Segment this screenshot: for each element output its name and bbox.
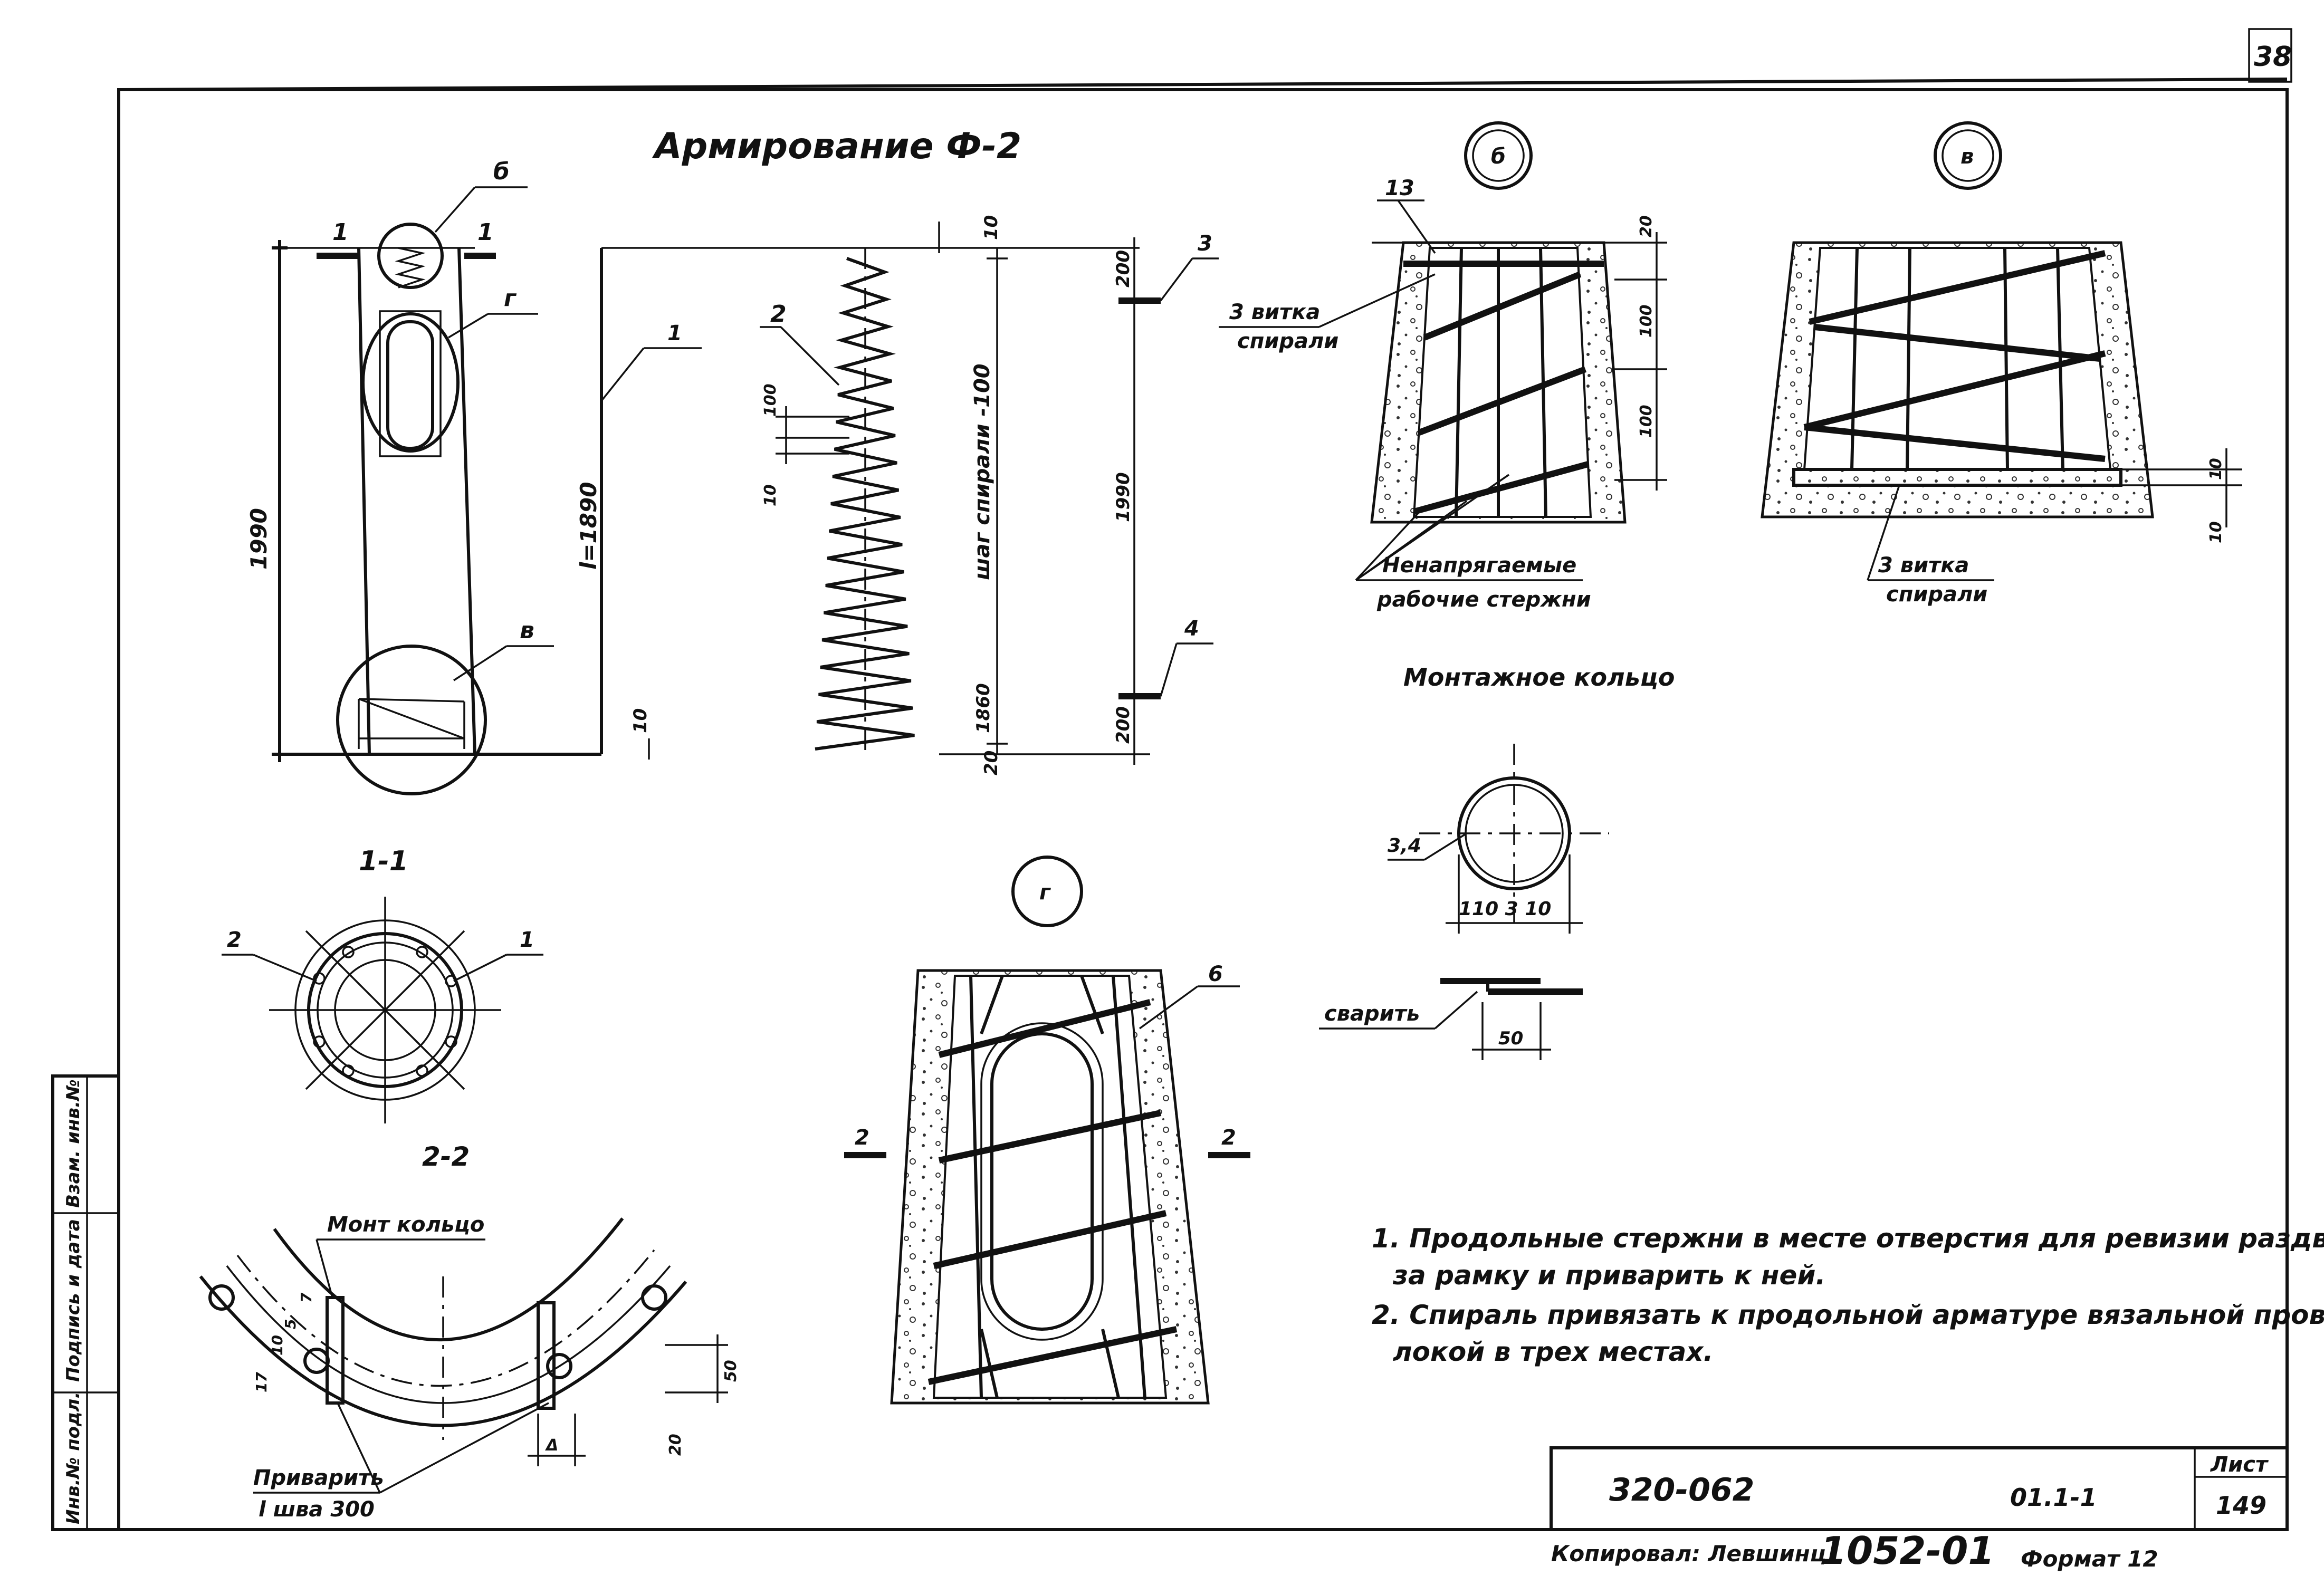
section-mark-left: 1 [332,219,349,246]
spiral-coil [815,257,915,751]
archive-number: 1052-01 [1820,1529,1994,1573]
spiral-step-a: 100 [761,383,780,417]
section-2-2-weld-1: Приварить [253,1466,384,1490]
mount-ring-weld: сварить [1324,1002,1420,1026]
sheet-frame: 38 [117,28,2292,1531]
notes: 1. Продольные стержни в месте отверстия … [1372,1223,2324,1367]
rod-view: 1 l=1890 10 [576,247,1140,760]
mount-ring-title: Монтажное кольцо [1403,663,1675,691]
detail-g: г 6 2 2 [844,856,1250,1405]
note-line-3: 2. Спираль привязать к продольной армату… [1372,1300,2324,1330]
detail-b-spiral-note-2: спирали [1237,329,1338,353]
doc-code: 320-062 [1609,1472,1754,1508]
spiral-top-dim: 10 [981,215,1002,240]
note-line-4: локой в трех местах. [1393,1337,1713,1367]
drawing-title: Армирование Ф-2 [652,126,1021,167]
copied-by: Копировал: Левшинц [1551,1541,1826,1567]
ring-bottom-dim: 200 [1113,706,1134,744]
side-stamp: Инв.№ подл. Подпись и дата Взам. инв.№ [51,1074,120,1531]
section-2-2-dim-7: 7 [298,1292,315,1303]
detail-b: б 20 100 100 13 3 витка спирали Ненапряг… [1219,121,1667,612]
callout-g-label: г [504,285,517,312]
mount-ring-lap-dim: 50 [1498,1028,1523,1049]
stamp-inv-no: Инв.№ подл. [63,1392,84,1524]
detail-b-bars-note-1: Ненапрягаемые [1382,553,1576,578]
detail-v: в 10 10 3 витка спирали [1761,121,2242,607]
sheet-format: Формат 12 [2021,1546,2158,1572]
section-1-1-label: 1-1 [359,845,408,877]
detail-v-dim-1: 10 [2207,458,2225,480]
elevation-view: 1990 1 1 б г в [246,158,601,795]
detail-b-dim-2: 100 [1637,304,1656,338]
title-block: 320-062 01.1-1 Лист 149 Копировал: Левши… [1550,1446,2289,1573]
mount-ring-dia: 110 3 10 [1459,898,1551,920]
mount-ring-pos: 3,4 [1388,835,1421,857]
section-2-2-dim-17: 17 [253,1372,270,1392]
sheet-label: Лист [2210,1453,2269,1477]
spiral-step-b: 10 [761,484,780,506]
detail-b-callout: б [1491,145,1506,169]
note-line-1: 1. Продольные стержни в месте отверстия … [1372,1223,2324,1254]
spiral-step-label: шаг спирали -100 [970,363,994,580]
mount-ring: Монтажное кольцо 110 3 10 3,4 50 сварить [1319,663,1675,1060]
rod-pos-label: 1 [667,321,682,345]
callout-ellipse-g [361,312,460,453]
ring-top-pos: 3 [1198,232,1212,256]
ring-bars-view: 3 4 200 1990 200 [1113,232,1219,765]
ring-bottom-pos: 4 [1184,617,1199,641]
detail-v-spiral-note-1: 3 витка [1878,553,1969,578]
spiral-pitch-dim: 1860 [973,683,994,733]
detail-g-cut-right: 2 [1221,1126,1236,1150]
section-2-2: 2-2 Монт кольцо Приварить l шва 300 17 1… [199,1141,740,1522]
section-2-2-dim-5: 5 [282,1319,299,1329]
ring-mid-dim: 1990 [1113,472,1134,522]
detail-g-pos: 6 [1208,962,1223,986]
detail-b-bars-note-2: рабочие стержни [1376,588,1591,612]
section-2-2-dim-50: 50 [722,1360,740,1382]
ring-top-dim: 200 [1113,250,1134,287]
detail-b-pos: 13 [1385,176,1414,200]
section-1-1-pos-right: 1 [520,928,534,952]
detail-b-dim-3: 100 [1637,405,1656,438]
section-2-2-dim-delta: Δ [545,1436,558,1455]
stamp-replaced-inv: Взам. инв.№ [63,1079,84,1208]
detail-b-spiral-note-1: 3 витка [1229,300,1320,324]
corner-number: 38 [2254,41,2292,73]
detail-v-callout: в [1960,145,1974,169]
section-mark-right: 1 [477,219,494,246]
detail-g-cut-left: 2 [855,1126,869,1150]
callout-circle-b [377,223,444,289]
detail-g-callout: г [1039,880,1051,905]
detail-v-spiral-note-2: спирали [1886,582,1987,607]
sheet-number: 149 [2216,1491,2266,1520]
callout-b-label: б [493,158,510,185]
section-2-2-dim-20: 20 [666,1434,685,1456]
doc-part: 01.1-1 [2010,1483,2097,1512]
section-2-2-weld-2: l шва 300 [259,1497,375,1522]
section-1-1: 1-1 2 1 [222,845,543,1123]
rod-end-dim: 10 [630,708,651,733]
detail-b-dim-1: 20 [1637,215,1656,237]
callout-v-label: в [520,617,534,644]
section-2-2-dim-10: 10 [269,1335,286,1356]
callout-circle-v [336,645,487,795]
spiral-view: 2 10 20 100 10 шаг спирали -100 1860 [760,215,1150,775]
stamp-signature-date: Подпись и дата [63,1219,84,1382]
section-1-1-pos-left: 2 [227,928,242,952]
elevation-total-dim: 1990 [246,508,272,570]
detail-v-dim-2: 10 [2207,521,2225,543]
spiral-pos-label: 2 [770,301,787,328]
note-line-2: за рамку и приварить к ней. [1392,1260,1825,1291]
section-2-2-label: 2-2 [422,1141,470,1172]
rod-length-label: l=1890 [576,482,601,570]
section-2-2-ring-label: Монт кольцо [327,1213,484,1237]
